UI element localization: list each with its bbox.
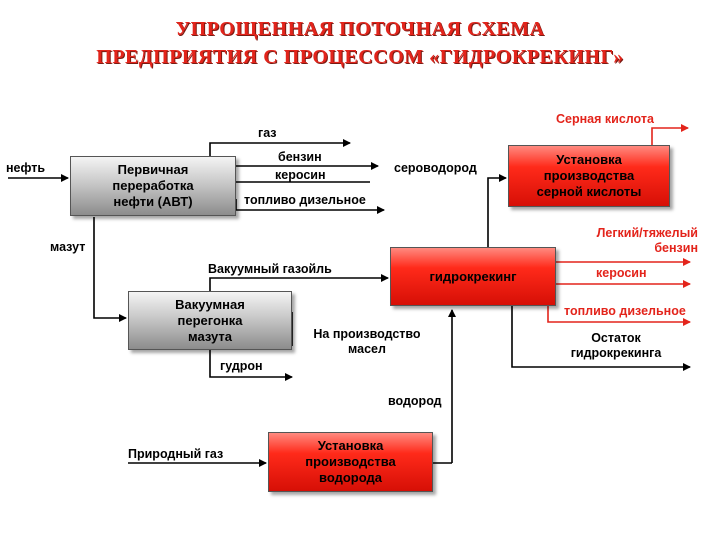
arrow-h2s <box>487 174 507 247</box>
node-hydrocracking: гидрокрекинг <box>390 247 556 306</box>
label-gasoline: бензин <box>278 150 322 164</box>
arrow-vacuum-gasoil <box>209 274 389 291</box>
node-avt: Первичная переработка нефти (АВТ) <box>70 156 236 216</box>
arrow-sulfuric-acid <box>651 124 689 145</box>
label-oils: На производство масел <box>313 327 421 356</box>
arrow-diesel <box>235 199 385 214</box>
label-h2s: сероводород <box>394 161 477 175</box>
label-oil: нефть <box>6 161 46 175</box>
label-kerosene: керосин <box>275 168 326 182</box>
label-residue: Остаток гидрокрекинга <box>570 331 662 360</box>
label-kerosene-hc: керосин <box>596 266 647 280</box>
label-sulfuric-acid: Серная кислота <box>556 112 654 126</box>
node-hydrogen-label: Установка производства водорода <box>305 438 396 485</box>
arrow-tar <box>209 350 293 381</box>
arrow-diesel-hc <box>547 306 691 326</box>
label-mazut: мазут <box>50 240 86 254</box>
arrow-residue <box>511 306 691 371</box>
node-sulfuric-label: Установка производства серной кислоты <box>536 152 642 199</box>
node-avt-label: Первичная переработка нефти (АВТ) <box>112 162 194 209</box>
label-vacuum-gasoil: Вакуумный газойль <box>208 262 332 276</box>
arrow-gas <box>209 139 351 156</box>
title-line-1: УПРОЩЕННАЯ ПОТОЧНАЯ СХЕМА <box>175 18 545 40</box>
label-diesel-hc: топливо дизельное <box>564 304 686 318</box>
label-light-heavy-gasoline: Легкий/тяжелый бензин <box>596 226 698 255</box>
title-line-2: ПРЕДПРИЯТИЯ С ПРОЦЕССОМ «ГИДРОКРЕКИНГ» <box>96 46 624 68</box>
label-gas: газ <box>258 126 277 140</box>
label-natural-gas: Природный газ <box>128 447 224 461</box>
label-diesel: топливо дизельное <box>244 193 366 207</box>
node-sulfuric-acid-plant: Установка производства серной кислоты <box>508 145 670 207</box>
node-vacuum-label: Вакуумная перегонка мазута <box>175 296 245 344</box>
node-hydrogen-plant: Установка производства водорода <box>268 432 433 492</box>
node-hydrocracking-label: гидрокрекинг <box>429 268 517 284</box>
label-tar: гудрон <box>220 359 263 373</box>
label-hydrogen: водород <box>388 394 442 408</box>
arrow-mazut <box>93 217 127 322</box>
node-vacuum-distillation: Вакуумная перегонка мазута <box>128 291 292 350</box>
